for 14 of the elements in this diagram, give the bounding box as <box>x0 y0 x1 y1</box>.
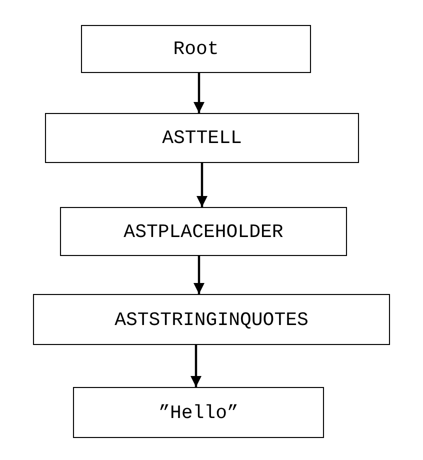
node-label: ASTSTRINGINQUOTES <box>114 308 308 330</box>
process-box <box>81 25 311 73</box>
arrow <box>196 163 208 207</box>
process-box <box>45 113 359 163</box>
process-box <box>73 387 324 438</box>
node-label: Root <box>173 38 219 60</box>
process-box <box>33 294 390 345</box>
arrow <box>190 345 202 387</box>
arrow <box>194 73 204 113</box>
process-box <box>60 207 347 256</box>
node-label: ASTTELL <box>162 127 242 149</box>
arrow <box>194 256 204 294</box>
node-label: ”Hello” <box>158 402 238 424</box>
node-label: ASTPLACEHOLDER <box>124 220 284 242</box>
